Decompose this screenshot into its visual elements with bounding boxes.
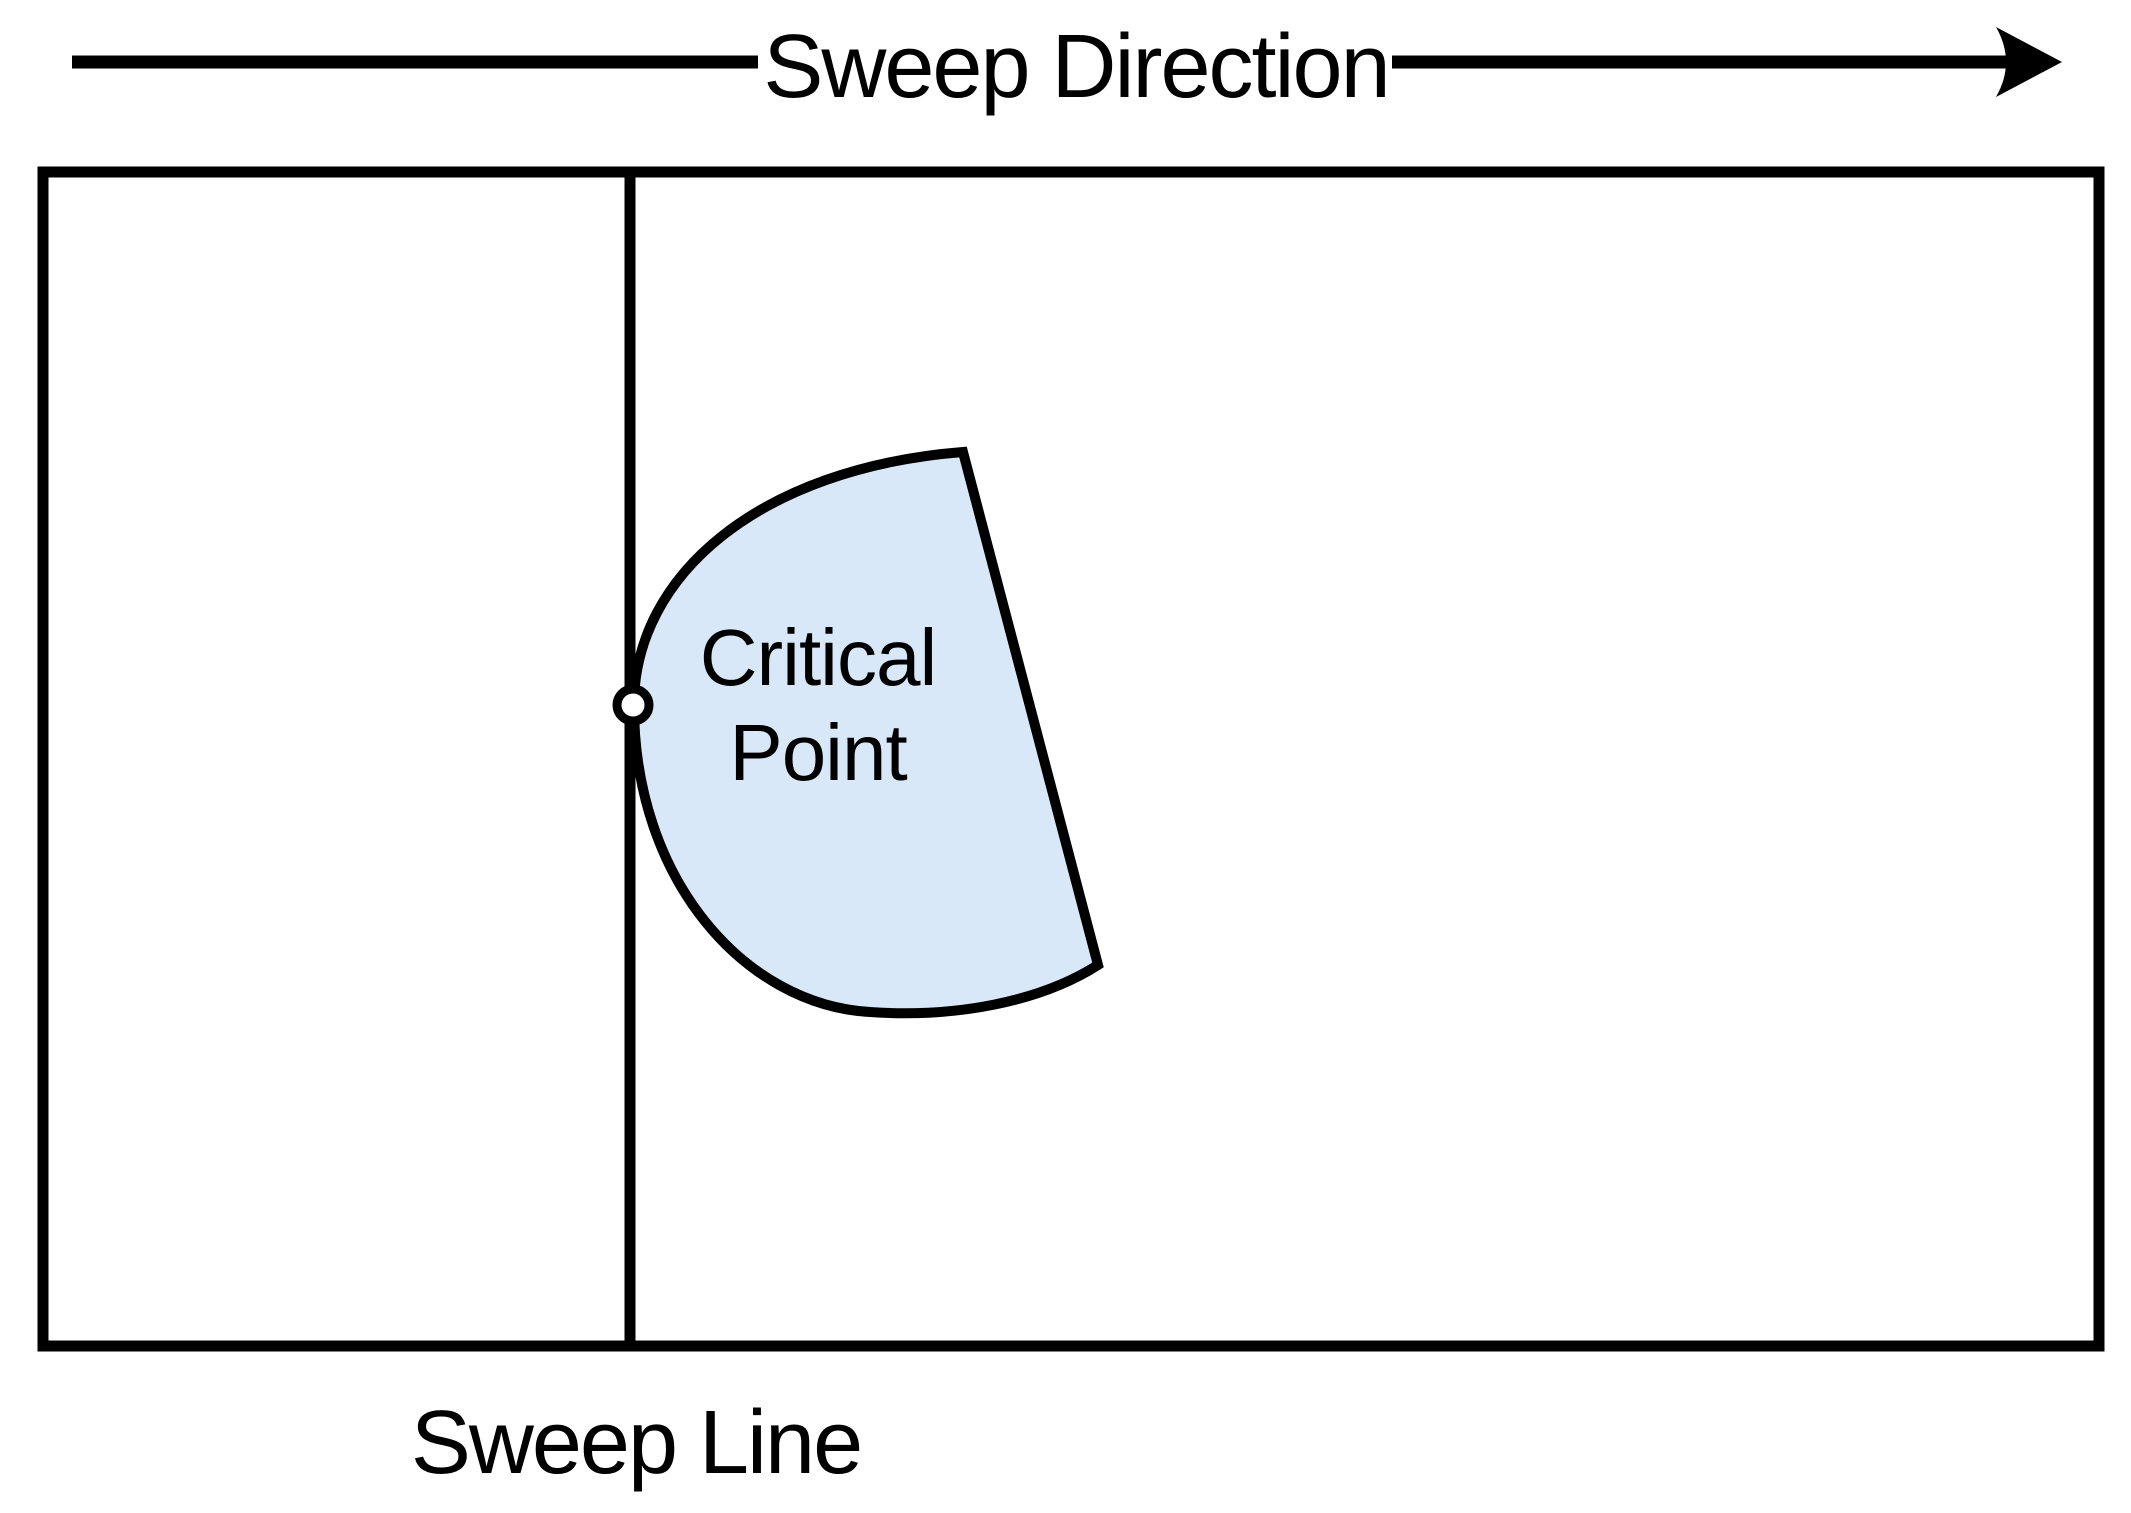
- sweep-line-label: Sweep Line: [411, 1393, 861, 1493]
- critical-point-label-line1: Critical: [700, 613, 936, 702]
- critical-point-region: [628, 446, 1104, 1019]
- boundary-rectangle: [37, 166, 2105, 1352]
- critical-point-marker: [612, 684, 654, 726]
- arrowhead-icon: [1996, 27, 2062, 97]
- critical-point-label: Critical Point: [700, 613, 937, 797]
- critical-point-label-line2: Point: [729, 708, 907, 797]
- sweep-direction-arrow: [72, 27, 2062, 97]
- sweep-direction-label: Sweep Direction: [763, 17, 1388, 117]
